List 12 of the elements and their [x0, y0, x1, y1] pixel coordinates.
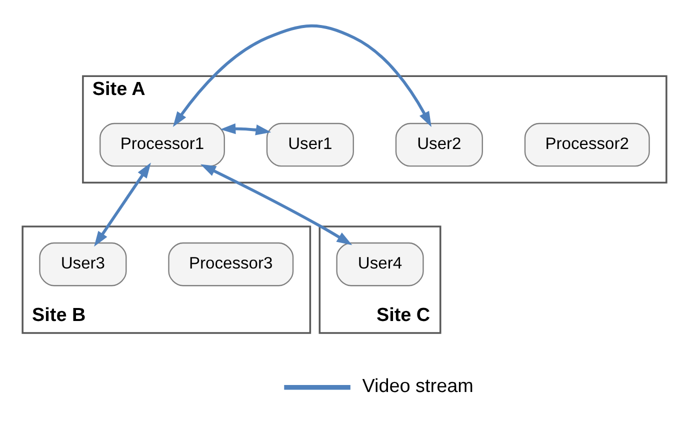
- arrow: [220, 123, 272, 136]
- node-box: User4: [336, 242, 424, 286]
- arrow: [200, 164, 352, 246]
- node-box: Processor1: [100, 122, 225, 167]
- node-box: Processor3: [168, 242, 294, 286]
- arrow: [94, 162, 151, 247]
- legend-label: Video stream: [362, 376, 474, 397]
- arrow: [172, 24, 432, 128]
- node-box: Processor2: [524, 122, 650, 167]
- node-box: User3: [39, 242, 127, 286]
- node-box: User2: [395, 122, 483, 167]
- node-box: User1: [266, 122, 354, 167]
